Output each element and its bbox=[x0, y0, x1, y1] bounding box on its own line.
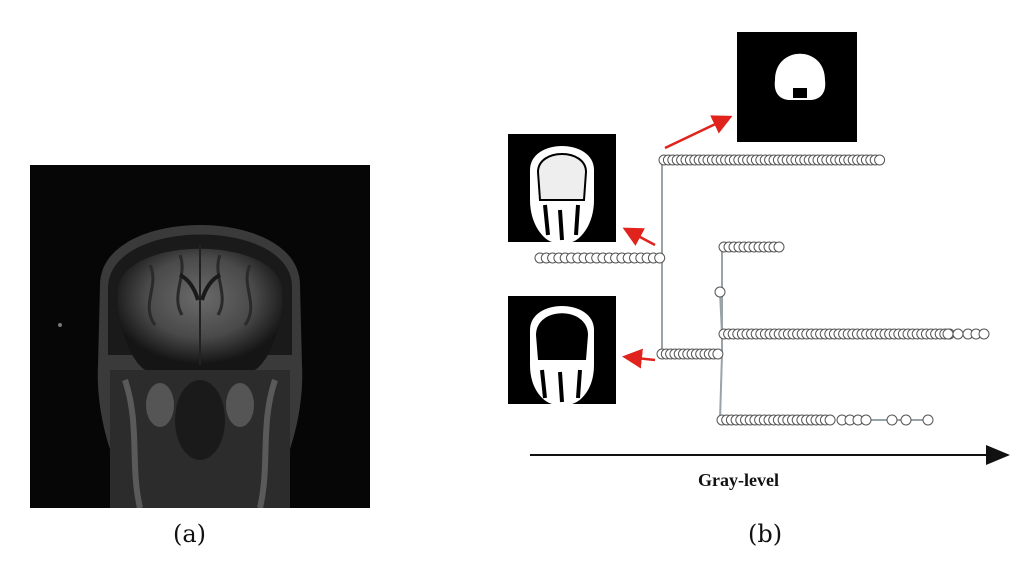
thumbnail-lower-left bbox=[508, 296, 616, 404]
thumbnail-upper-left bbox=[508, 134, 616, 242]
arrow-to-lower-left-thumbnail bbox=[622, 348, 656, 369]
mid-chain-node bbox=[712, 348, 724, 360]
thumbnail-top bbox=[737, 32, 857, 142]
tail-node bbox=[900, 414, 912, 426]
top-chain-node bbox=[874, 154, 886, 166]
mri-scan-graphic bbox=[30, 165, 370, 509]
tail-node bbox=[952, 328, 964, 340]
tail-node bbox=[714, 286, 726, 298]
tail-node bbox=[860, 414, 872, 426]
arrow-to-upper-left-thumbnail bbox=[622, 227, 656, 247]
mri-coronal-image bbox=[30, 165, 370, 509]
caption-b: (b) bbox=[748, 520, 783, 548]
caption-a: (a) bbox=[173, 520, 207, 548]
tree-connectors bbox=[661, 160, 930, 421]
arrow-to-top-thumbnail bbox=[664, 115, 733, 150]
lower-branch-chain-node bbox=[824, 414, 836, 426]
tail-node bbox=[942, 328, 954, 340]
tree-nodes bbox=[534, 154, 990, 426]
upper-branch-chain-node bbox=[773, 241, 785, 253]
root-chain-node bbox=[654, 252, 666, 264]
tail-node bbox=[978, 328, 990, 340]
tail-node bbox=[922, 414, 934, 426]
tail-node bbox=[886, 414, 898, 426]
gray-level-axis-label: Gray-level bbox=[698, 470, 779, 490]
